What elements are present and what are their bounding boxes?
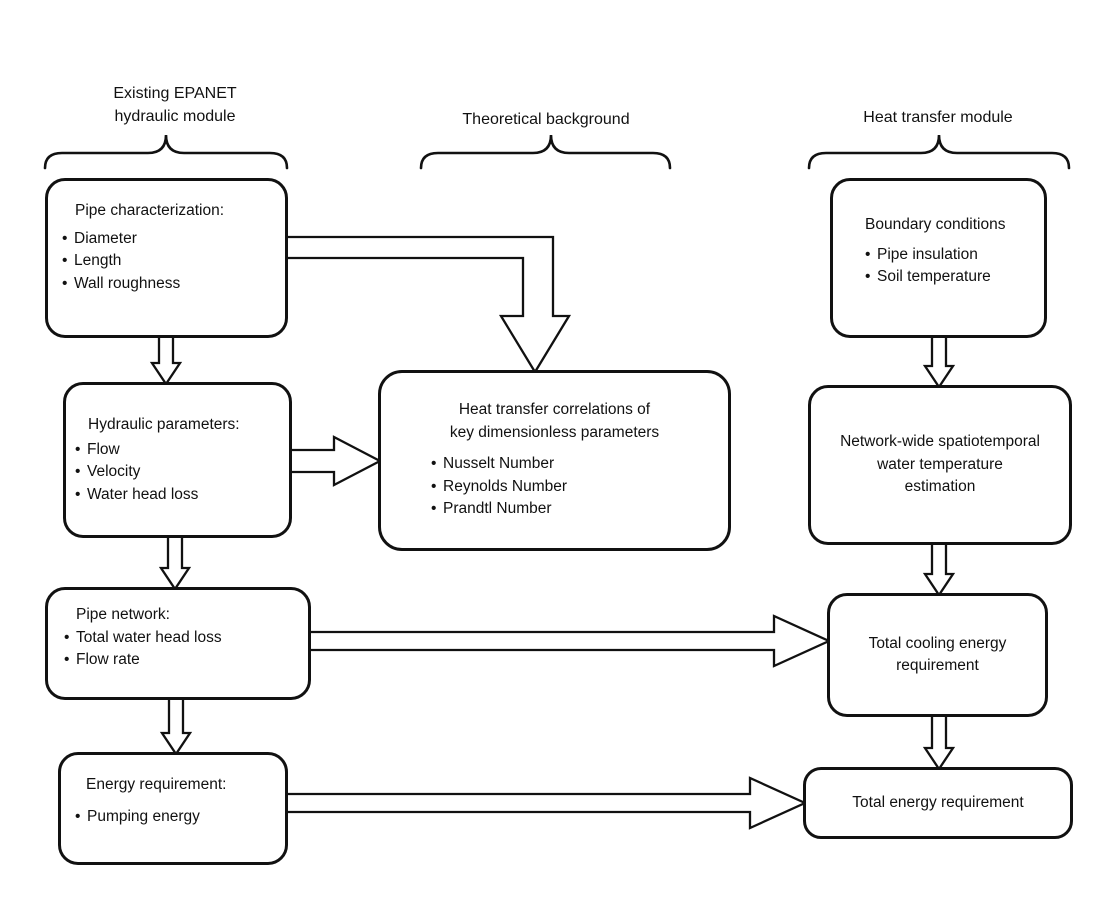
bullet-dot: • [75, 807, 81, 825]
box-boundary-conditions: Boundary conditions • Pipe insulation • So… [830, 178, 1047, 338]
box-text-line: estimation [904, 478, 976, 496]
box-text-line: Network-wide spatiotemporal [840, 433, 1040, 451]
list-item-label: Reynolds Number [443, 477, 568, 495]
list-item: • Diameter [62, 228, 279, 251]
box-title: Boundary conditions [865, 216, 1006, 233]
section-header-line: Heat transfer module [863, 109, 1013, 126]
box-title-line: Heat transfer correlations of [458, 401, 651, 418]
bullet-dot: • [64, 651, 70, 668]
list-item-label: Velocity [87, 463, 141, 480]
list-item: • Pipe insulation [865, 244, 1042, 267]
arrow-hydraulic-to-heat-correlations [287, 435, 383, 487]
box-text-line: water temperature [877, 455, 1003, 473]
list-item: • Soil temperature [865, 266, 1042, 289]
arrow-pipe-char-to-hydraulic [149, 334, 183, 387]
list-item: • Pumping energy [75, 806, 281, 829]
box-hydraulic-parameters: Hydraulic parameters: • Flow • Velocity • W… [63, 382, 292, 538]
arrow-energy-req-to-total-energy [283, 776, 808, 830]
bullet-dot: • [75, 463, 81, 480]
section-header-line: hydraulic module [114, 108, 236, 125]
list-item: • Flow rate [64, 649, 304, 672]
brace-left [43, 134, 289, 170]
list-item: • Reynolds Number [431, 476, 728, 499]
box-title: Hydraulic parameters: [88, 416, 240, 433]
box-total-cooling-energy: Total cooling energy requirement [827, 593, 1048, 717]
section-header-heat-transfer: Heat transfer module [818, 106, 1058, 129]
box-pipe-network: Pipe network: • Total water head loss • Fl… [45, 587, 311, 700]
box-text-line: requirement [896, 657, 979, 674]
list-item: • Prandtl Number [431, 498, 728, 521]
list-item: • Length [62, 250, 279, 273]
box-text-line: Total cooling energy [868, 634, 1007, 652]
box-title-line: key dimensionless parameters [449, 423, 660, 441]
section-header-epanet: Existing EPANET hydraulic module [58, 82, 292, 128]
bullet-dot: • [75, 440, 81, 458]
section-header-line: Theoretical background [462, 111, 630, 128]
list-item-label: Total water head loss [76, 628, 222, 646]
list-item: • Flow [75, 439, 285, 462]
section-header-line: Existing EPANET [113, 85, 237, 102]
arrow-boundary-to-water-temp [922, 334, 956, 390]
bullet-dot: • [62, 229, 68, 247]
box-title: Pipe characterization: [75, 202, 225, 219]
brace-middle [419, 134, 672, 170]
bullet-dot: • [431, 477, 437, 495]
arrow-total-cooling-to-total-energy [922, 713, 956, 772]
list-item: • Water head loss [75, 484, 285, 507]
list-item-label: Nusselt Number [443, 455, 555, 472]
list-item-label: Water head loss [87, 485, 199, 503]
box-title: Energy requirement: [86, 776, 227, 793]
bullet-dot: • [431, 500, 437, 517]
arrow-hydraulic-to-pipe-network [158, 534, 192, 592]
list-item-label: Length [74, 252, 122, 269]
list-item-label: Flow rate [76, 651, 140, 668]
bullet-dot: • [62, 252, 68, 269]
arrow-pipe-network-to-total-cooling [306, 614, 832, 668]
box-heat-transfer-correlations: Heat transfer correlations of key dimens… [378, 370, 731, 551]
bullet-dot: • [431, 455, 437, 472]
arrow-pipe-network-to-energy-req [159, 696, 193, 757]
list-item-label: Wall roughness [74, 274, 181, 292]
list-item-label: Soil temperature [877, 268, 991, 285]
brace-right [807, 134, 1071, 170]
section-header-theoretical: Theoretical background [426, 108, 666, 131]
list-item-label: Prandtl Number [443, 500, 552, 517]
box-water-temperature-estimation: Network-wide spatiotemporal water temper… [808, 385, 1072, 545]
list-item-label: Flow [87, 440, 120, 458]
box-energy-requirement: Energy requirement: • Pumping energy [58, 752, 288, 865]
list-item: • Velocity [75, 461, 285, 484]
box-pipe-characterization: Pipe characterization: • Diameter • Length… [45, 178, 288, 338]
arrow-pipe-char-to-heat-correlations [283, 235, 572, 375]
list-item-label: Pumping energy [87, 807, 200, 825]
box-title: Pipe network: [76, 606, 170, 623]
list-item: • Nusselt Number [431, 453, 728, 476]
arrow-water-temp-to-total-cooling [922, 541, 956, 598]
bullet-dot: • [865, 268, 871, 285]
list-item: • Total water head loss [64, 627, 304, 650]
box-text-line: Total energy requirement [852, 793, 1024, 811]
bullet-dot: • [62, 274, 68, 292]
box-total-energy-requirement: Total energy requirement [803, 767, 1073, 839]
list-item-label: Diameter [74, 229, 137, 247]
list-item: • Wall roughness [62, 273, 279, 296]
bullet-dot: • [75, 485, 81, 503]
bullet-dot: • [64, 628, 70, 646]
bullet-dot: • [865, 245, 871, 263]
list-item-label: Pipe insulation [877, 245, 978, 263]
